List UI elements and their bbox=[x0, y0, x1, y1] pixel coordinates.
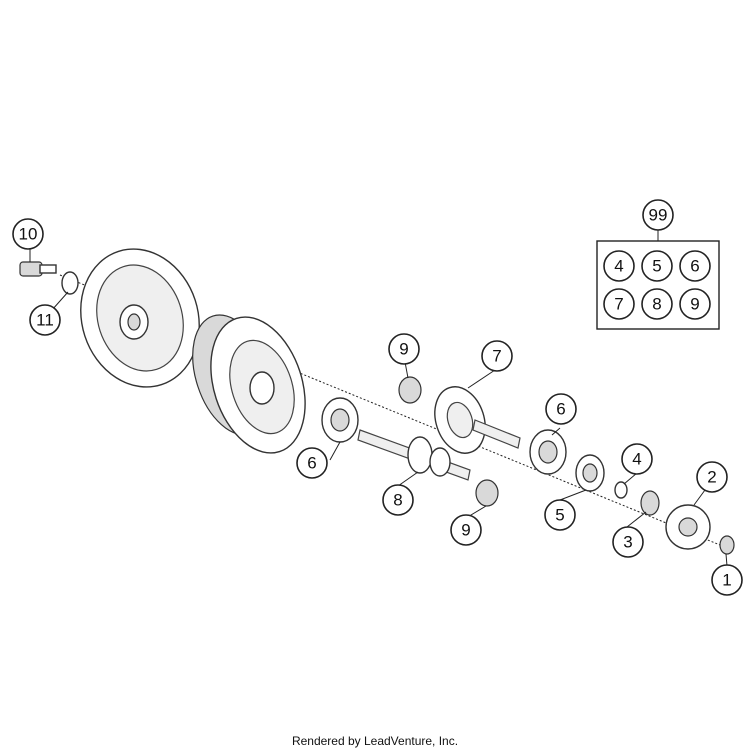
callout-label: 11 bbox=[36, 311, 54, 330]
callout-label: 6 bbox=[307, 454, 316, 473]
callout-label: 8 bbox=[393, 491, 402, 510]
countershaft-gear-part bbox=[434, 386, 521, 454]
callout-c1: 1 bbox=[711, 564, 743, 596]
callout-c10: 10 bbox=[12, 218, 44, 250]
callout-label: 1 bbox=[722, 571, 731, 590]
needle-bushing-part bbox=[475, 479, 499, 507]
callout-c3: 3 bbox=[612, 526, 644, 558]
kit-99-grid: 4 5 6 7 8 9 bbox=[603, 250, 711, 320]
callout-c6a: 6 bbox=[296, 447, 328, 479]
callout-c11: 11 bbox=[29, 304, 61, 336]
callout-label: 4 bbox=[632, 450, 641, 469]
kit-item-9: 9 bbox=[679, 288, 711, 320]
callout-label: 9 bbox=[399, 340, 408, 359]
callout-label: 10 bbox=[19, 225, 38, 244]
kit-item-5: 5 bbox=[641, 250, 673, 282]
callout-label: 2 bbox=[707, 468, 716, 487]
render-credit: Rendered by LeadVenture, Inc. bbox=[291, 734, 459, 748]
shaft-seal-part bbox=[575, 454, 605, 492]
callout-c9b: 9 bbox=[450, 514, 482, 546]
callout-c6b: 6 bbox=[545, 393, 577, 425]
kit-item-6: 6 bbox=[679, 250, 711, 282]
kit-item-label: 4 bbox=[614, 257, 623, 276]
callout-label: 9 bbox=[461, 521, 470, 540]
input-shaft-part bbox=[357, 429, 471, 481]
callout-label: 5 bbox=[555, 506, 564, 525]
kit-item-8: 8 bbox=[641, 288, 673, 320]
kit-item-7: 7 bbox=[603, 288, 635, 320]
needle-bushing-part bbox=[398, 376, 422, 404]
kit-item-label: 9 bbox=[690, 295, 699, 314]
kit-item-label: 7 bbox=[614, 295, 623, 314]
bearing-part bbox=[529, 429, 567, 475]
spacer-part bbox=[640, 490, 660, 516]
washer-part bbox=[61, 271, 79, 295]
callout-c8: 8 bbox=[382, 484, 414, 516]
callout-c7: 7 bbox=[481, 340, 513, 372]
callout-c99: 99 bbox=[642, 199, 674, 231]
bearing-part bbox=[321, 397, 359, 443]
o-ring-part bbox=[614, 481, 628, 499]
bolt-part bbox=[19, 261, 57, 277]
callout-c5: 5 bbox=[544, 499, 576, 531]
assembly-axis-line bbox=[59, 274, 721, 546]
callout-label: 99 bbox=[649, 206, 668, 225]
clutch-pack-part bbox=[192, 314, 306, 454]
callout-label: 3 bbox=[623, 533, 632, 552]
callout-label: 6 bbox=[556, 400, 565, 419]
nut-part bbox=[719, 535, 735, 555]
clutch-basket-part bbox=[80, 248, 200, 388]
kit-item-label: 6 bbox=[690, 257, 699, 276]
callout-layer: 10 11 9 7 6 6 8 9 4 2 5 3 1 99 bbox=[12, 199, 743, 596]
sprocket-part bbox=[665, 504, 711, 550]
callout-c4: 4 bbox=[621, 443, 653, 475]
kit-item-label: 5 bbox=[652, 257, 661, 276]
callout-c2: 2 bbox=[696, 461, 728, 493]
kit-item-4: 4 bbox=[603, 250, 635, 282]
callout-label: 7 bbox=[492, 347, 501, 366]
kit-item-label: 8 bbox=[652, 295, 661, 314]
callout-c9a: 9 bbox=[388, 333, 420, 365]
